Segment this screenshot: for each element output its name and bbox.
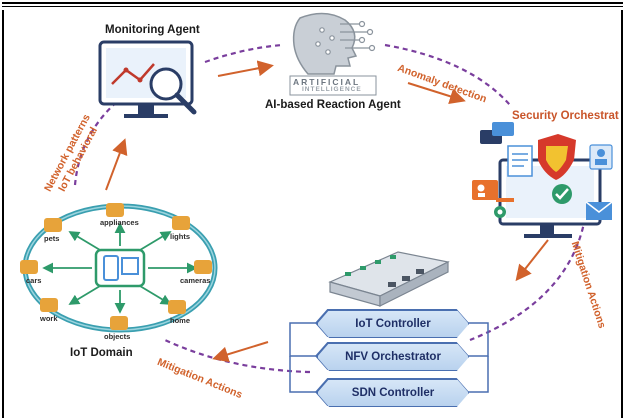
flow-controllers-to-iot [164, 339, 311, 374]
iot-spoke-arrows [42, 222, 198, 314]
right-border-line [621, 10, 623, 418]
top-border-line [2, 2, 623, 4]
iot-node-cameras: cameras [180, 276, 211, 285]
security-orchestrator-label: Security Orchestrat [512, 110, 619, 122]
ai-head-icon [289, 12, 377, 96]
controller-bracket [289, 322, 489, 393]
iot-node-work: work [40, 314, 58, 323]
arrow-controllers-to-iot [212, 341, 269, 363]
iot-node-appliances: appliances [100, 218, 139, 227]
iot-node-objects: objects [104, 332, 131, 341]
iot-controller-box: IoT Controller [317, 310, 469, 338]
iot-node-icons [20, 203, 212, 330]
flow-ai-to-security [384, 43, 511, 106]
iot-node-pets: pets [44, 234, 60, 243]
arrow-ai-to-security [407, 82, 466, 105]
monitoring-agent-label: Monitoring Agent [105, 24, 200, 36]
security-orchestrator-icon [472, 122, 613, 238]
arrow-iot-to-monitor [105, 138, 128, 191]
arrow-monitor-to-ai [217, 60, 274, 77]
left-border-line [2, 10, 4, 418]
controller-device-icon [328, 251, 450, 307]
iot-center-devices-icon [94, 248, 146, 288]
nfv-orchestrator-box: NFV Orchestrator [317, 343, 469, 371]
flow-security-to-controllers [469, 217, 587, 342]
iot-node-cars: cars [26, 276, 42, 285]
sdn-controller-box: SDN Controller [317, 379, 469, 407]
iot-domain-label: IoT Domain [70, 347, 133, 359]
top-border-line-thin [2, 6, 623, 7]
iot-node-lights: lights [170, 232, 190, 241]
monitoring-monitor-icon [98, 40, 197, 118]
arrow-security-to-controllers [515, 239, 549, 282]
ai-logo-text: ARTIFICIAL [293, 77, 361, 87]
flow-monitor-to-ai [204, 43, 283, 64]
ai-reaction-agent-label: AI-based Reaction Agent [265, 99, 401, 111]
iot-node-home: home [170, 316, 191, 325]
ai-logo-subtext: INTELLIGENCE [302, 86, 362, 93]
